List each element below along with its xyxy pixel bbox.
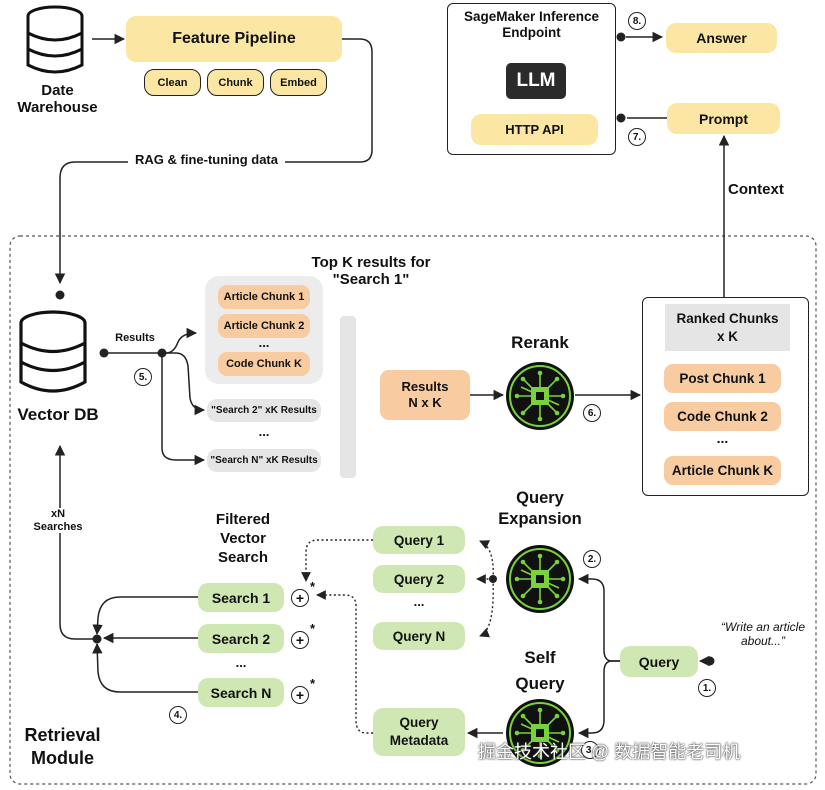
warehouse-database-icon bbox=[26, 5, 84, 74]
ranked-code-chunk-2: Code Chunk 2 bbox=[664, 402, 781, 431]
retrieval-module-border bbox=[9, 235, 817, 785]
filtered-vector-search-label: Filtered Vector Search bbox=[215, 511, 271, 566]
search-2-box: Search 2 bbox=[198, 624, 284, 653]
query-expansion-chip-icon bbox=[506, 545, 574, 613]
answer-box: Answer bbox=[666, 23, 777, 53]
star-n-marker: * bbox=[310, 676, 316, 691]
pipeline-step-embed: Embed bbox=[270, 69, 327, 96]
searches-ellipsis: ... bbox=[235, 655, 247, 670]
watermark-text: 掘金技术社区 @ 数据智能老司机 bbox=[478, 742, 741, 762]
step-1-marker: 1. bbox=[698, 679, 716, 697]
query-n-box: Query N bbox=[373, 622, 465, 650]
vector-db-database-icon bbox=[19, 310, 87, 393]
query-2-box: Query 2 bbox=[373, 565, 465, 593]
xn-searches-label: xN Searches bbox=[18, 508, 98, 534]
self-query-label: Self Query bbox=[515, 648, 565, 693]
http-api-box: HTTP API bbox=[471, 114, 598, 145]
results-ellipsis: ... bbox=[258, 424, 270, 439]
pipeline-step-clean: Clean bbox=[144, 69, 201, 96]
results-nxk-box: Results N x K bbox=[380, 370, 470, 420]
rag-data-label: RAG & fine-tuning data bbox=[128, 152, 285, 168]
retrieval-module-label: Retrieval Module bbox=[24, 725, 101, 769]
rerank-label: Rerank bbox=[511, 333, 569, 352]
topk-title: Top K results for "Search 1" bbox=[311, 254, 431, 289]
step-7-marker: 7. bbox=[628, 128, 646, 146]
search-2-results: "Search 2" xK Results bbox=[207, 399, 321, 422]
llm-box: LLM bbox=[506, 63, 566, 99]
plus-2-icon: + bbox=[291, 631, 309, 649]
article-chunk-1: Article Chunk 1 bbox=[218, 285, 310, 309]
rerank-chip-icon bbox=[506, 362, 574, 430]
step-8-marker: 8. bbox=[628, 12, 646, 30]
vector-db-label: Vector DB bbox=[17, 405, 99, 424]
step-5-marker: 5. bbox=[134, 368, 152, 386]
feature-pipeline-box: Feature Pipeline bbox=[126, 16, 342, 62]
ranked-chunks-title: Ranked Chunks x K bbox=[665, 304, 790, 351]
ranked-article-chunk-k: Article Chunk K bbox=[664, 456, 781, 485]
query-1-box: Query 1 bbox=[373, 526, 465, 554]
topk-ellipsis: ... bbox=[258, 335, 270, 350]
star-1-marker: * bbox=[310, 579, 316, 594]
article-chunk-2: Article Chunk 2 bbox=[218, 314, 310, 338]
queries-ellipsis: ... bbox=[413, 594, 425, 609]
query-input-box: Query bbox=[620, 646, 698, 677]
code-chunk-k: Code Chunk K bbox=[218, 352, 310, 376]
results-label: Results bbox=[115, 332, 155, 344]
query-expansion-label: Query Expansion bbox=[498, 489, 582, 529]
step-6-marker: 6. bbox=[583, 404, 601, 422]
plus-n-icon: + bbox=[291, 686, 309, 704]
prompt-box: Prompt bbox=[667, 103, 780, 134]
step-3-marker: 3. bbox=[581, 741, 599, 759]
context-label: Context bbox=[728, 181, 784, 198]
search-n-results: "Search N" xK Results bbox=[207, 449, 321, 472]
sagemaker-title: SageMaker Inference Endpoint bbox=[463, 9, 600, 40]
query-metadata-box: Query Metadata bbox=[373, 708, 465, 756]
search-1-box: Search 1 bbox=[198, 583, 284, 612]
search-n-box: Search N bbox=[198, 678, 284, 707]
pipeline-step-chunk: Chunk bbox=[207, 69, 264, 96]
step-2-marker: 2. bbox=[583, 550, 601, 568]
warehouse-label: Date Warehouse bbox=[17, 82, 98, 117]
user-request-quote: “Write an article about...” bbox=[720, 620, 806, 648]
step-4-marker: 4. bbox=[169, 706, 187, 724]
plus-1-icon: + bbox=[291, 589, 309, 607]
self-query-chip-icon bbox=[506, 699, 574, 767]
ranked-ellipsis: ... bbox=[716, 430, 729, 446]
ranked-post-chunk-1: Post Chunk 1 bbox=[664, 364, 781, 393]
star-2-marker: * bbox=[310, 621, 316, 636]
